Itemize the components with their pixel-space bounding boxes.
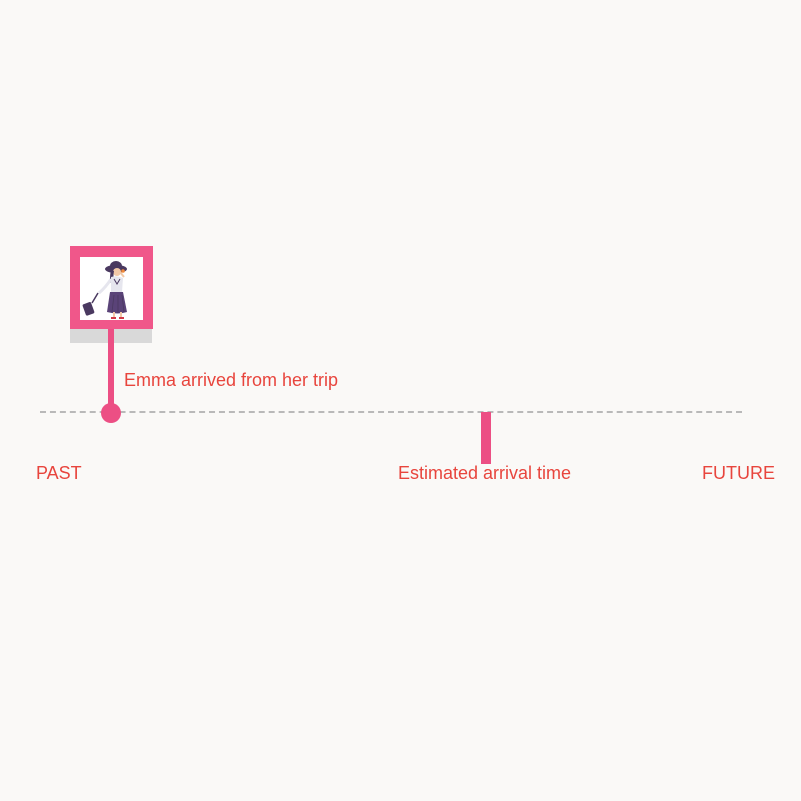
event-photo-frame [70,246,153,329]
event-dot [101,403,121,423]
past-label: PAST [36,463,82,483]
estimated-arrival-label: Estimated arrival time [398,463,572,483]
future-label: FUTURE [702,463,775,483]
woman-with-suitcase-icon [80,257,143,320]
event-connector-line [108,329,114,409]
timeline-axis [40,411,742,413]
event-label: Emma arrived from her trip [124,370,339,390]
estimated-arrival-tick [481,412,491,464]
